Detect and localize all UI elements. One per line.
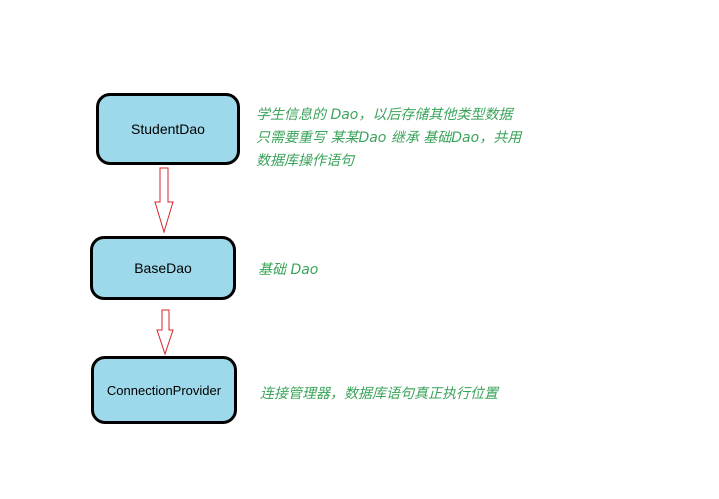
- node-connection-provider: ConnectionProvider: [91, 356, 237, 424]
- node-connection-provider-label: ConnectionProvider: [106, 382, 222, 398]
- node-student-dao: StudentDao: [96, 93, 240, 165]
- note-connection-provider: 连接管理器，数据库语句真正执行位置: [260, 386, 498, 402]
- node-student-dao-label: StudentDao: [131, 121, 205, 137]
- node-base-dao: BaseDao: [90, 236, 236, 300]
- note-student-dao: 学生信息的 Dao，以后存储其他类型数据 只需要重写 某某Dao 继承 基础Da…: [256, 104, 521, 173]
- node-base-dao-label: BaseDao: [134, 260, 192, 276]
- note-student-dao-line-3: 数据库操作语句: [256, 153, 354, 169]
- arrow-base-to-connection: [156, 309, 174, 356]
- note-student-dao-line-1: 学生信息的 Dao，以后存储其他类型数据: [256, 107, 513, 123]
- note-student-dao-line-2: 只需要重写 某某Dao 继承 基础Dao，共用: [256, 130, 522, 146]
- arrow-student-to-base: [154, 167, 174, 234]
- note-base-dao: 基础 Dao: [258, 262, 319, 278]
